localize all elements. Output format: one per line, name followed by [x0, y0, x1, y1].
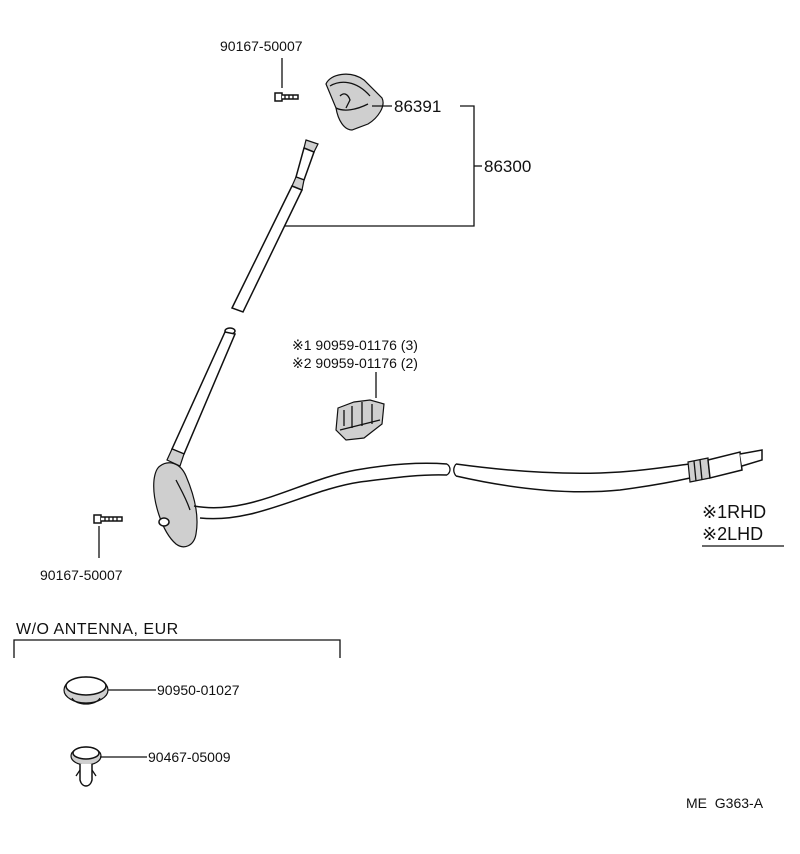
legend-lhd: ※2LHD	[702, 524, 763, 544]
label-clamp-rhd: ※1 90959-01176 (3)	[292, 337, 418, 353]
antenna-cap-icon	[325, 73, 384, 131]
clamp-icon	[335, 399, 385, 441]
label-plug: 90950-01027	[157, 682, 240, 698]
antenna-mast-upper-icon	[230, 139, 319, 313]
label-clip: 90467-05009	[148, 749, 231, 765]
diagram-code: ME G363-A	[686, 795, 764, 811]
label-screw-top: 90167-50007	[220, 38, 303, 54]
screw-bottom-icon	[93, 514, 123, 524]
legend-rhd: ※1RHD	[702, 502, 766, 522]
plug-icon	[63, 676, 109, 705]
antenna-base-icon	[153, 462, 198, 548]
clip-icon	[70, 746, 102, 787]
section-bracket	[13, 639, 341, 658]
screw-top-icon	[274, 92, 299, 102]
section-title: W/O ANTENNA, EUR	[16, 621, 179, 638]
label-antenna-assembly: 86300	[484, 157, 531, 176]
antenna-mast-lower-icon	[166, 327, 237, 467]
label-screw-bottom: 90167-50007	[40, 567, 123, 583]
bracket-antenna-assembly	[282, 105, 475, 227]
label-clamp-lhd: ※2 90959-01176 (2)	[292, 355, 418, 371]
label-antenna-cap: 86391	[394, 97, 441, 116]
antenna-cable-icon	[193, 449, 763, 520]
